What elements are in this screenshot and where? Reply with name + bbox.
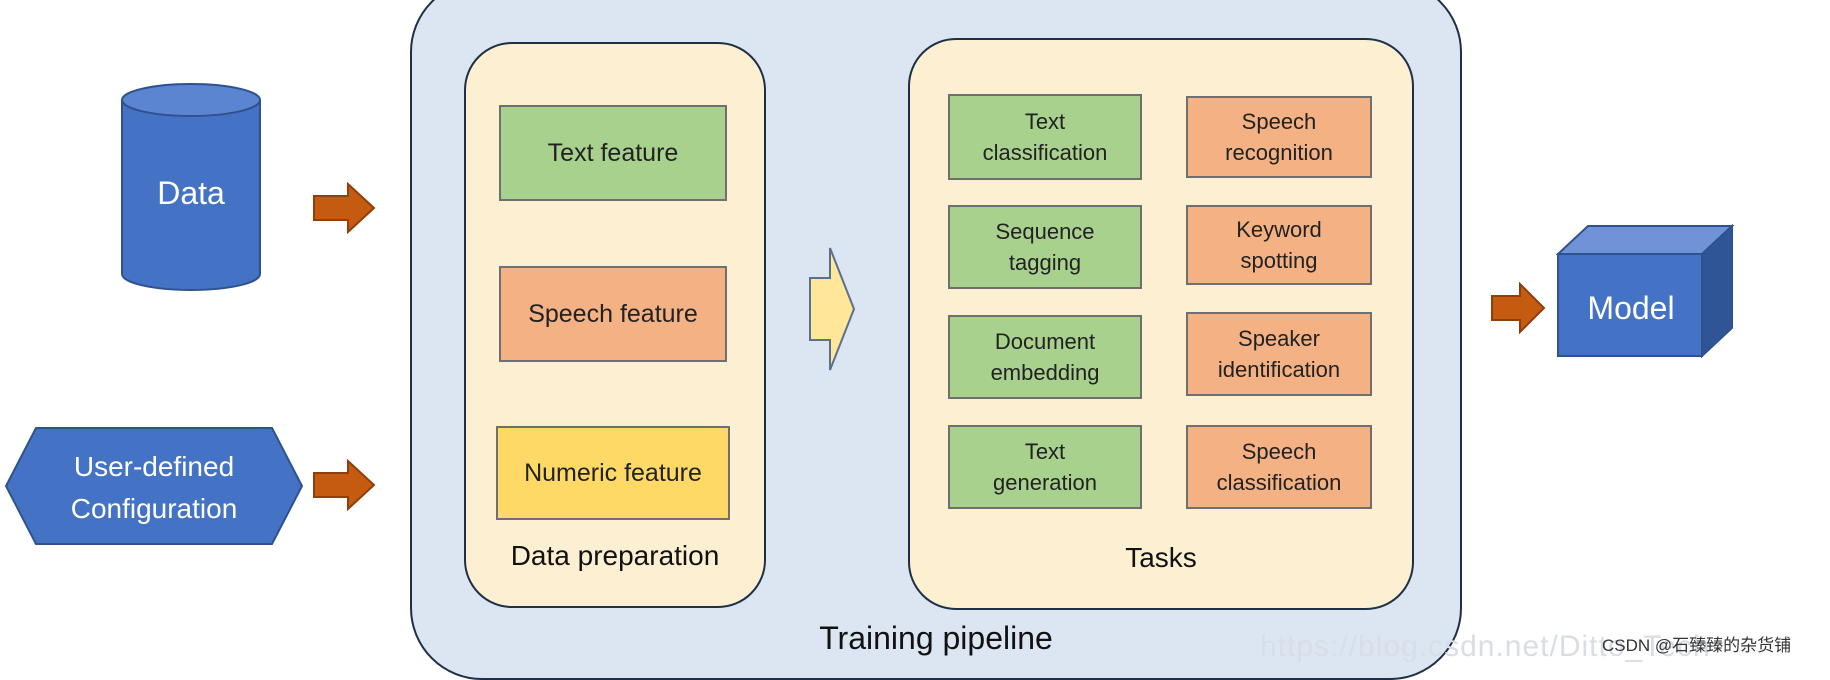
task-label: Text generation [993,439,1097,495]
task-text-generation: Text generation [948,425,1142,509]
model-cube-icon [1556,224,1735,358]
task-document-embedding: Document embedding [948,315,1142,399]
task-label: Keyword spotting [1236,217,1322,273]
data-preparation-title: Data preparation [510,540,720,571]
pipeline-title: Training pipeline [819,620,1053,656]
arrow-right-icon [313,459,376,511]
big-arrow-right-icon [809,247,856,371]
config-hexagon-icon [4,427,304,545]
speech-feature-box: Speech feature [499,266,727,362]
tasks-title: Tasks [1125,542,1197,573]
watermark-text: https://blog.csdn.net/Ditto_Tech [1260,630,1711,663]
task-text-classification: Text classification [948,94,1142,180]
data-cylinder-icon [121,83,261,291]
task-keyword-spotting: Keyword spotting [1186,205,1372,285]
credit-text: CSDN @石臻臻的杂货铺 [1602,636,1792,655]
numeric-feature-box: Numeric feature [496,426,730,520]
task-label: Speaker identification [1217,326,1341,382]
task-speech-classification: Speech classification [1186,425,1372,509]
config-label-text: User-defined Configuration [70,451,238,524]
task-label: Document embedding [990,329,1100,385]
task-label: Sequence tagging [995,219,1095,275]
text-feature-box: Text feature [499,105,727,201]
arrow-right-icon [1491,282,1546,334]
data-label: Data [157,175,225,211]
task-label: Speech classification [1216,439,1342,495]
task-speaker-identification: Speaker identification [1186,312,1372,396]
task-label: Text classification [982,109,1108,165]
model-label: Model [1587,290,1675,326]
arrow-right-icon [313,182,376,234]
task-speech-recognition: Speech recognition [1186,96,1372,178]
task-label: Speech recognition [1225,109,1333,165]
task-sequence-tagging: Sequence tagging [948,205,1142,289]
config-label: User-defined Configuration [4,446,304,530]
